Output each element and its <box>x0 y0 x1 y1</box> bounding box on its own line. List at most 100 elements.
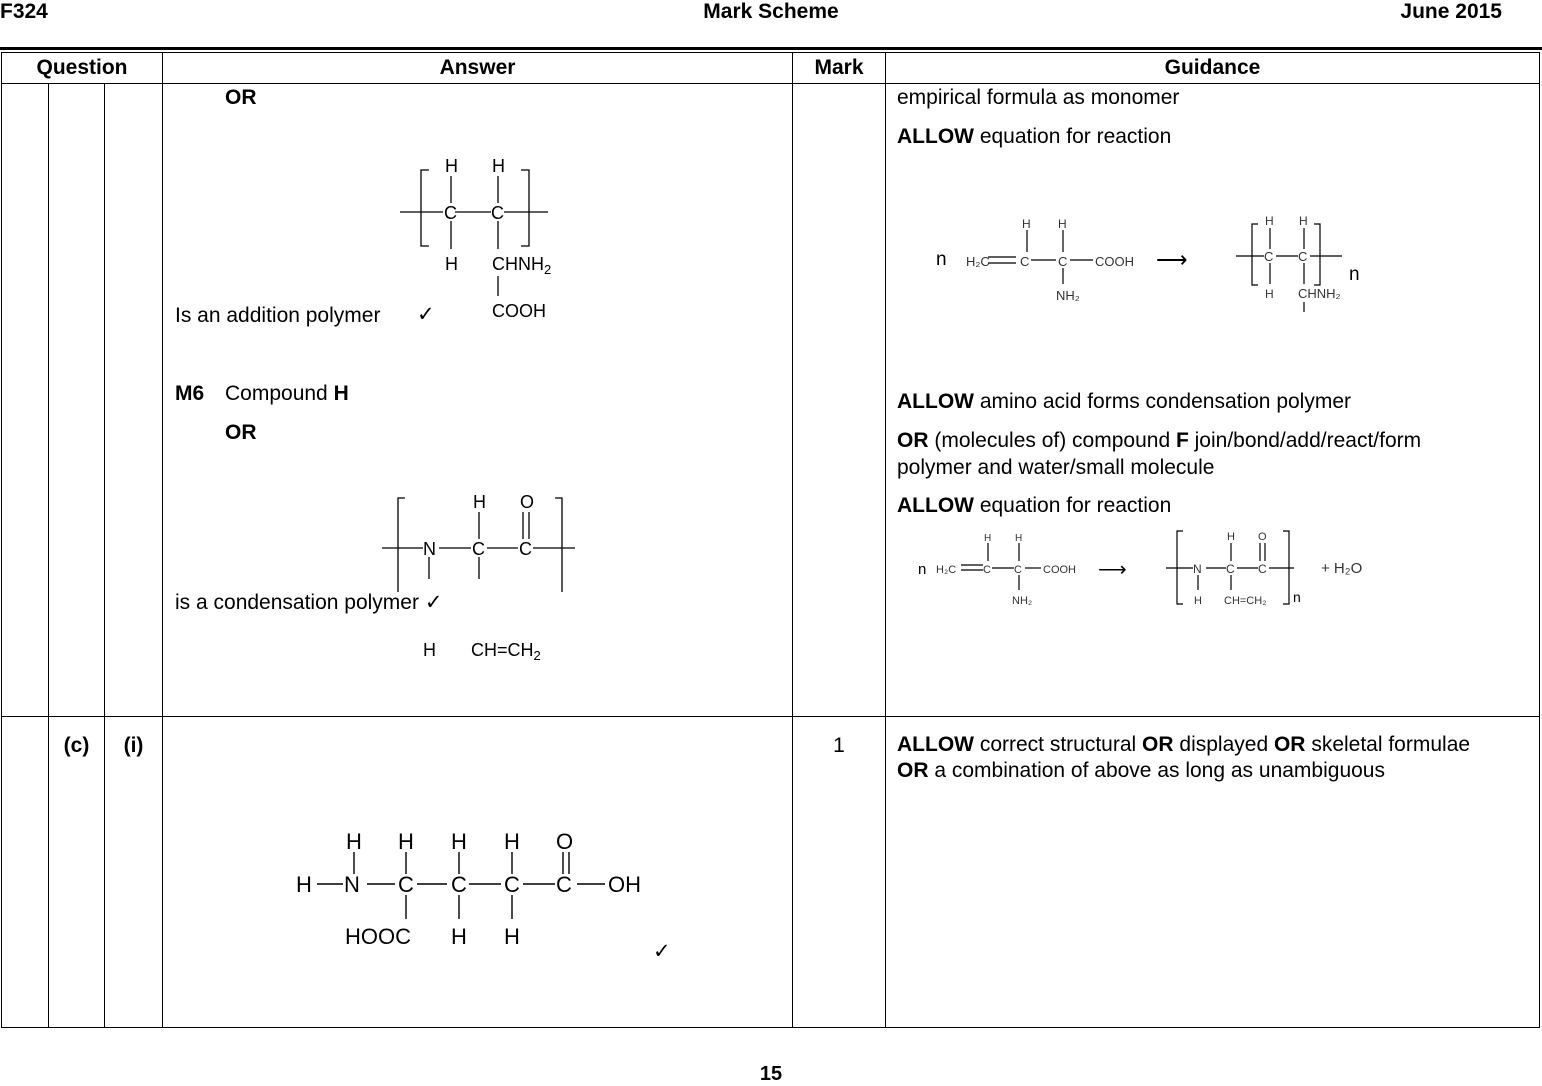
guidance-cell: empirical formula as monomer ALLOW equat… <box>885 83 1540 717</box>
condensation-polymer-structure-bottom: H CH=CH2 <box>423 640 541 663</box>
amino-acid-structure: H H H H O H N C C C C OH HOOC H H <box>296 829 641 949</box>
document-date: June 2015 <box>1400 0 1502 23</box>
subpart-cell: (i) <box>104 716 163 1028</box>
coefficient-label: n <box>1293 589 1301 605</box>
atom-label: C <box>1258 562 1267 576</box>
document-code: F324 <box>0 0 48 23</box>
guidance-line: ALLOW correct structural OR displayed OR… <box>897 733 1471 756</box>
atom-label: C <box>1020 254 1029 269</box>
subpart-cell <box>104 83 163 717</box>
marking-point-label: M6 <box>175 382 205 405</box>
atom-label: H <box>1015 533 1022 544</box>
atom-label: O <box>1258 531 1267 543</box>
question-header: Question <box>1 52 163 84</box>
group-label: HOOC <box>345 924 411 949</box>
atom-label: C <box>451 872 467 897</box>
atom-label: H <box>1022 217 1031 231</box>
atom-label: N <box>344 872 360 897</box>
atom-label: C <box>472 539 485 559</box>
part-cell <box>48 83 105 717</box>
coefficient-label: n <box>936 249 947 270</box>
page-number: 15 <box>759 1063 783 1085</box>
table-row: (c) (i) <box>1 716 1540 1028</box>
compound-text: Compound H <box>225 382 349 405</box>
atom-label: H <box>1265 214 1274 228</box>
answer-cell: OR H H <box>162 83 793 717</box>
or-label: OR <box>225 421 257 444</box>
group-label: CHNH2 <box>492 254 551 277</box>
group-label: H₂C <box>936 564 956 576</box>
atom-label: H <box>346 829 362 854</box>
guidance-line: polymer and water/small molecule <box>897 456 1215 479</box>
atom-label: H <box>445 254 458 274</box>
atom-label: H <box>451 924 467 949</box>
addition-equation: n H₂C C C H H COOH NH₂ ⟶ H H C C H CHNH₂… <box>936 214 1360 312</box>
part-label: (c) <box>63 734 90 757</box>
atom-label: H <box>1265 287 1274 301</box>
part-cell: (c) <box>48 716 105 1028</box>
group-label: COOH <box>492 301 546 321</box>
atom-label: N <box>423 539 436 559</box>
atom-label: H <box>504 829 520 854</box>
reaction-arrow-icon: ⟶ <box>1098 559 1127 581</box>
atom-label: C <box>504 872 520 897</box>
atom-label: N <box>1193 562 1202 576</box>
atom-label: O <box>520 492 534 512</box>
mark-header: Mark <box>792 52 886 84</box>
group-label: CHNH₂ <box>1298 286 1341 301</box>
subpart-label: (i) <box>123 734 144 757</box>
atom-label: H <box>451 829 467 854</box>
group-label: COOH <box>1043 564 1076 576</box>
question-cell <box>1 716 49 1028</box>
atom-label: H <box>492 156 505 176</box>
tick-icon: ✓ <box>653 940 671 963</box>
answer-header: Answer <box>162 52 793 84</box>
condensation-polymer-text: is a condensation polymer ✓ <box>175 591 443 614</box>
header-rule <box>0 47 1542 50</box>
group-label: CH=CH₂ <box>1224 595 1266 607</box>
atom-label: O <box>556 829 573 854</box>
atom-label: C <box>1014 564 1022 576</box>
atom-label: H <box>504 924 520 949</box>
guidance-cell: ALLOW correct structural OR displayed OR… <box>885 716 1540 1028</box>
mark-cell: 1 <box>792 716 886 1028</box>
condensation-equation: n H₂C C C H H COOH NH₂ ⟶ N C C H O H CH=… <box>918 530 1362 607</box>
atom-label: H <box>296 872 312 897</box>
atom-label: C <box>1264 249 1273 264</box>
condensation-polymer-structure: H O N C C <box>382 492 575 592</box>
atom-label: H <box>423 640 436 660</box>
guidance-line: OR (molecules of) compound F join/bond/a… <box>897 429 1422 452</box>
mark-cell <box>792 83 886 717</box>
group-label: CH=CH2 <box>471 640 541 663</box>
guidance-line: ALLOW amino acid forms condensation poly… <box>897 390 1352 413</box>
atom-label: H <box>984 533 991 544</box>
guidance-line: empirical formula as monomer <box>897 86 1180 109</box>
atom-label: C <box>491 203 504 223</box>
atom-label: C <box>1058 254 1067 269</box>
atom-label: H <box>445 156 458 176</box>
reaction-arrow-icon: ⟶ <box>1156 247 1188 272</box>
header-row: Question Answer Mark Guidance <box>1 52 1540 84</box>
or-label: OR <box>225 86 257 109</box>
atom-label: H <box>1299 214 1308 228</box>
question-cell <box>1 83 49 717</box>
tick-icon: ✓ <box>424 591 443 614</box>
group-label: COOH <box>1095 254 1134 269</box>
guidance-line: ALLOW equation for reaction <box>897 125 1172 148</box>
atom-label: C <box>1226 562 1235 576</box>
mark-scheme-table: Question Answer Mark Guidance OR <box>1 52 1540 1028</box>
coefficient-label: n <box>918 561 926 578</box>
tick-icon: ✓ <box>417 303 435 326</box>
group-label: NH₂ <box>1012 595 1032 607</box>
guidance-line: ALLOW equation for reaction <box>897 494 1172 517</box>
atom-label: C <box>444 203 457 223</box>
atom-label: H <box>398 829 414 854</box>
group-label: NH₂ <box>1056 288 1080 303</box>
atom-label: C <box>556 872 572 897</box>
guidance-line: OR a combination of above as long as una… <box>897 759 1385 782</box>
atom-label: H <box>473 492 486 512</box>
mark-value: 1 <box>833 734 845 757</box>
group-label: OH <box>608 872 641 897</box>
atom-label: H <box>1058 217 1067 231</box>
atom-label: C <box>398 872 414 897</box>
